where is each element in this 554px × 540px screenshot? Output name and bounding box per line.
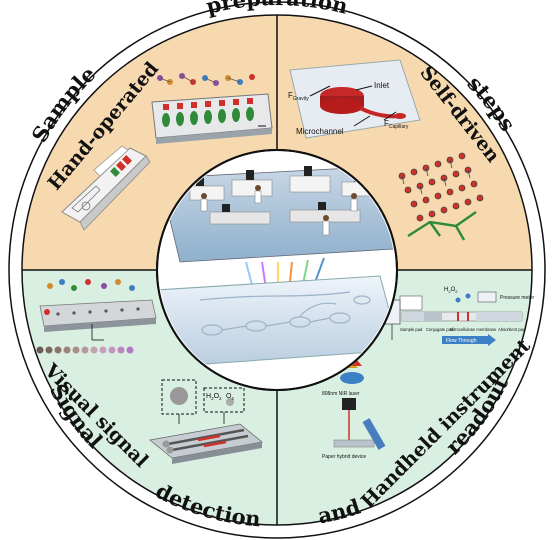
conjugate-pad-label: Conjugate pad bbox=[426, 327, 454, 332]
top-left-illustrations bbox=[61, 73, 273, 231]
bottom-right-illustrations: H2O2 Pressure meter Sample pad Conjugate… bbox=[322, 287, 535, 460]
multichannel-chip-icon bbox=[151, 93, 273, 144]
pressure-chip-device-icon: H2O2 O2 bbox=[149, 379, 263, 464]
lateral-flow-strip-icon: H2O2 Pressure meter Sample pad Conjugate… bbox=[383, 287, 535, 346]
nitrocellulose-label: Nitrocellulose membrane bbox=[450, 327, 497, 332]
o2-label: O2 bbox=[226, 393, 234, 401]
chip-microchannels-icon bbox=[199, 291, 371, 336]
pressure-meter-label: Pressure meter bbox=[500, 295, 535, 301]
molecule-row-icon bbox=[47, 279, 135, 291]
bottom-left-illustrations: H2O2 O2 bbox=[36, 279, 263, 464]
molecule-cluster-icon bbox=[157, 73, 255, 86]
top-right-illustrations: FGravity Inlet FCapillary Microchannel bbox=[288, 59, 484, 241]
scientist-icons bbox=[200, 185, 358, 236]
color-chart-icon bbox=[36, 346, 134, 354]
microchannel-label: Microchannel bbox=[296, 127, 344, 136]
green-channel-network-icon bbox=[407, 210, 477, 241]
center-circle bbox=[156, 149, 398, 391]
inlet-label: Inlet bbox=[374, 81, 390, 90]
flow-through-arrow-icon bbox=[442, 336, 488, 344]
nir-laser-device-icon: 808nm NIR laser Paper hybrid device bbox=[322, 360, 386, 460]
slip-chip-device-icon bbox=[61, 145, 151, 231]
absorbent-pad-label: Absorbent pad bbox=[498, 327, 526, 332]
gravity-arrow-icon bbox=[309, 85, 331, 97]
capillary-arrow-icon bbox=[383, 111, 397, 121]
sample-pad-label: Sample pad bbox=[400, 327, 423, 332]
paper-device-label: Paper hybrid device bbox=[322, 454, 366, 460]
pin-array-icon bbox=[398, 152, 484, 222]
h2o2-label: H2O2 bbox=[206, 393, 222, 401]
laser-label: 808nm NIR laser bbox=[322, 391, 360, 397]
colorimetric-chip-icon bbox=[39, 299, 157, 341]
gravity-force-label: FGravity bbox=[288, 91, 309, 102]
flow-through-label: Flow Through bbox=[446, 338, 477, 344]
h2o2-strip-label: H2O2 bbox=[444, 287, 458, 294]
capillary-force-label: FCapillary bbox=[384, 119, 409, 130]
